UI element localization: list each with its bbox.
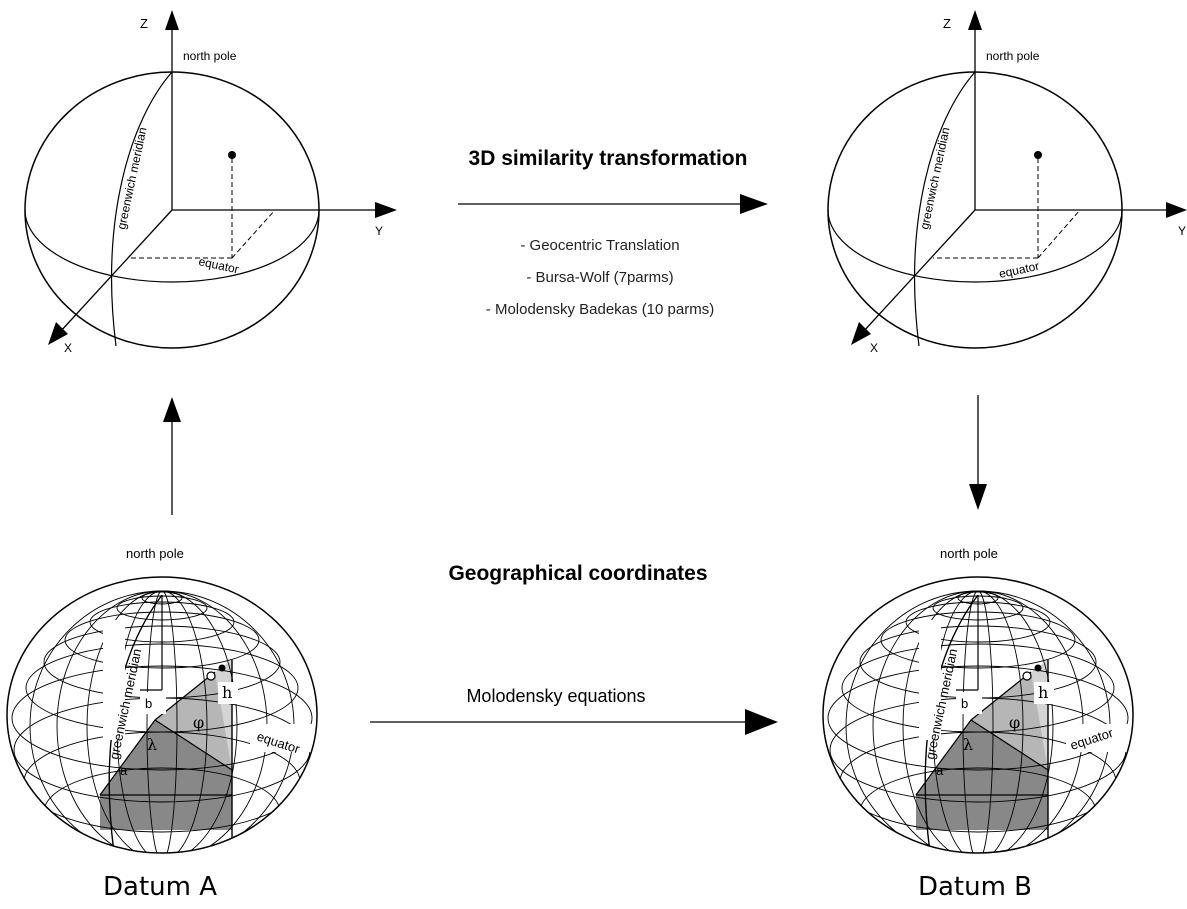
x-label: X: [870, 341, 878, 355]
datum-a-label: Datum A: [103, 872, 217, 902]
z-label: Z: [943, 16, 951, 31]
top-center-transform: 3D similarity transformation - Geocentri…: [458, 147, 768, 318]
surface-point: [206, 671, 216, 681]
a-label: a: [120, 763, 128, 778]
molodensky-label: Molodensky equations: [466, 686, 645, 706]
lambda-label: λ: [963, 735, 973, 754]
method-bursa-wolf: - Bursa-Wolf (7parms): [526, 269, 673, 286]
h-label: h: [1038, 683, 1048, 702]
equator-label: equator: [197, 254, 240, 276]
b-label: b: [145, 696, 152, 711]
north-pole-label: north pole: [183, 49, 237, 63]
bottom-left-globe: north pole b h φ λ a greenwich meridian …: [6, 546, 318, 902]
z-arrowhead: [968, 10, 982, 30]
y-arrowhead: [375, 202, 397, 218]
x-axis: [862, 209, 976, 333]
x-label: X: [64, 341, 72, 355]
x-axis: [59, 209, 173, 333]
north-pole-label: north pole: [986, 49, 1040, 63]
greenwich-meridian-line: [111, 71, 173, 347]
globe-outline: [822, 576, 1134, 854]
bottom-right-globe: north pole b h φ λ a greenwich meridian …: [822, 546, 1134, 902]
y-label: Y: [1178, 224, 1186, 238]
globe-outline: [6, 576, 318, 854]
meridian-label: greenwich meridian: [917, 126, 952, 231]
z-label: Z: [140, 16, 148, 31]
lambda-label: λ: [147, 735, 157, 754]
transform-title: 3D similarity transformation: [469, 147, 748, 170]
z-arrowhead: [165, 10, 179, 30]
h-label: h: [222, 683, 232, 702]
y-label: Y: [375, 224, 383, 238]
north-pole-label: north pole: [126, 546, 184, 561]
b-label: b: [961, 696, 968, 711]
equator-line: [827, 209, 1123, 283]
meridian-label: greenwich meridian: [114, 126, 149, 231]
projection-line-y: [231, 209, 276, 259]
y-arrowhead: [1166, 202, 1187, 218]
top-left-sphere: Z north pole Y X greenwich meridian equa…: [24, 10, 397, 355]
point-marker: [1034, 151, 1042, 159]
point-marker: [228, 151, 236, 159]
x-arrowhead: [851, 322, 871, 345]
equator-line: [24, 209, 320, 283]
method-molodensky-badekas: - Molodensky Badekas (10 parms): [486, 301, 714, 318]
a-label: a: [936, 763, 944, 778]
height-point: [218, 664, 226, 672]
greenwich-meridian-line: [914, 71, 976, 347]
datum-b-label: Datum B: [918, 872, 1032, 902]
transform-arrowhead: [740, 194, 768, 214]
up-arrow: [163, 397, 181, 515]
equator-label: equator: [998, 259, 1041, 281]
x-arrowhead: [48, 322, 68, 345]
surface-point: [1022, 671, 1032, 681]
projection-line-y: [1037, 209, 1081, 259]
north-pole-label: north pole: [940, 546, 998, 561]
molodensky-arrow: Molodensky equations: [370, 686, 778, 735]
down-arrow: [969, 395, 987, 510]
phi-label: φ: [193, 713, 204, 732]
phi-label: φ: [1009, 713, 1020, 732]
height-point: [1034, 664, 1042, 672]
method-geocentric: - Geocentric Translation: [520, 237, 679, 254]
top-right-sphere: Z north pole X Y greenwich meridian equa…: [827, 10, 1187, 355]
geographical-coordinates-title: Geographical coordinates: [448, 562, 707, 585]
